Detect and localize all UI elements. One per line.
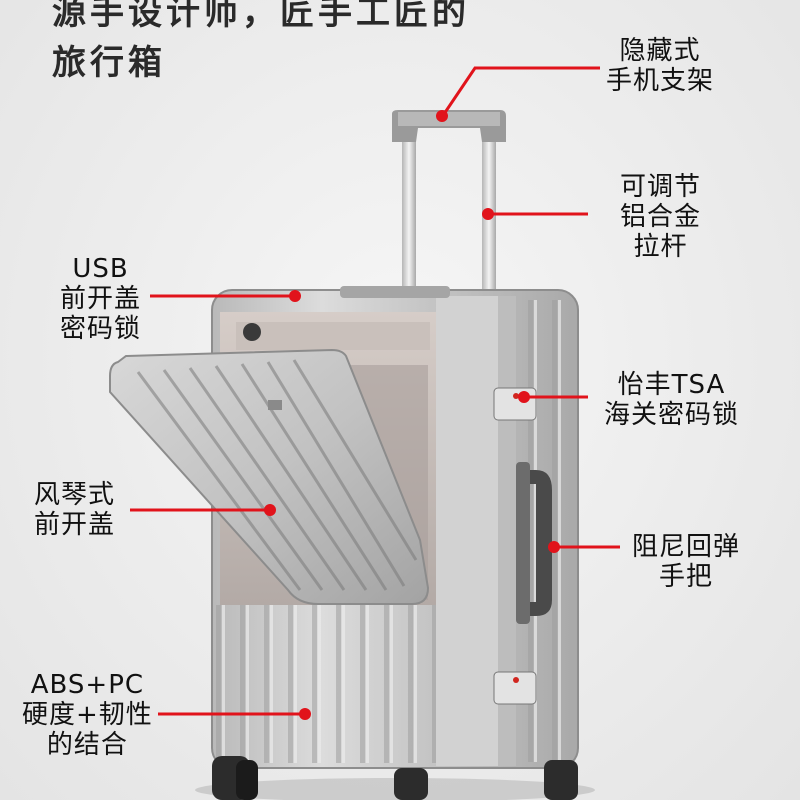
label-material-line-3: 的结合 <box>46 730 128 760</box>
label-tsa-lock: 怡丰TSA 海关密码锁 <box>604 370 739 430</box>
label-phone-holder: 隐藏式 手机支架 <box>606 36 714 96</box>
headline-line-1: 源手设计师，匠手工匠的 <box>52 0 470 33</box>
label-trolley-line-1: 可调节 <box>620 172 702 202</box>
label-material-line-2: 硬度+韧性 <box>22 700 153 730</box>
label-handle-line-1: 阻尼回弹 <box>632 532 741 562</box>
wheels <box>212 756 578 800</box>
label-front-cover: 风琴式 前开盖 <box>34 480 115 540</box>
label-tsa-lock-line-1: 怡丰TSA <box>617 370 726 400</box>
label-material: ABS+PC 硬度+韧性 的结合 <box>22 670 153 760</box>
label-material-line-1: ABS+PC <box>30 670 145 700</box>
label-handle-line-2: 手把 <box>659 562 714 592</box>
label-tsa-lock-line-2: 海关密码锁 <box>604 400 740 430</box>
label-phone-holder-line-1: 隐藏式 <box>619 36 701 66</box>
label-usb-lock-line-1: USB <box>72 254 129 284</box>
label-front-cover-line-1: 风琴式 <box>34 480 116 510</box>
trolley-handle <box>392 110 506 305</box>
callout-lines <box>130 66 620 720</box>
label-trolley: 可调节 铝合金 拉杆 <box>620 172 701 262</box>
label-usb-lock-line-3: 密码锁 <box>60 314 142 344</box>
label-front-cover-line-2: 前开盖 <box>34 510 116 540</box>
label-handle: 阻尼回弹 手把 <box>632 532 740 592</box>
label-usb-lock-line-2: 前开盖 <box>60 284 142 314</box>
suitcase-body <box>109 286 595 800</box>
label-usb-lock: USB 前开盖 密码锁 <box>60 254 141 344</box>
label-trolley-line-2: 铝合金 <box>620 202 702 232</box>
label-phone-holder-line-2: 手机支架 <box>606 66 715 96</box>
label-trolley-line-3: 拉杆 <box>633 232 688 262</box>
headline-line-2: 旅行箱 <box>52 43 166 83</box>
